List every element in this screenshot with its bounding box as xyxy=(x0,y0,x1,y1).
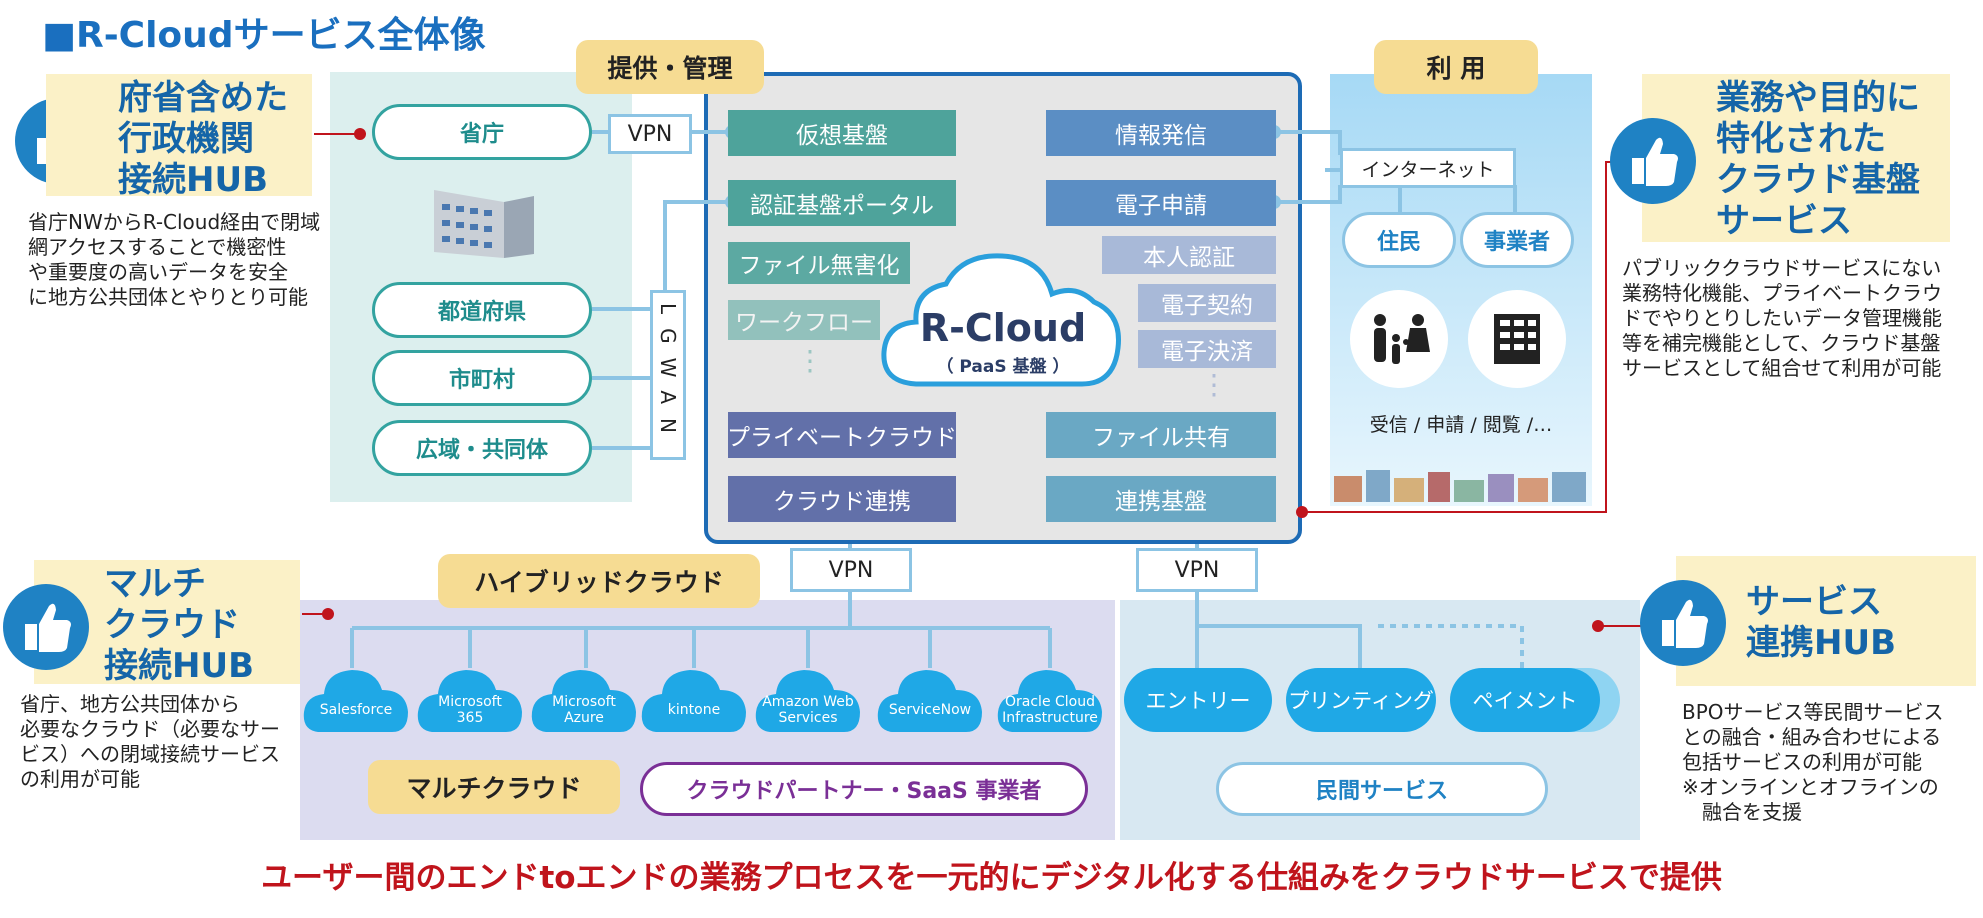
box-e-application: 電子申請 xyxy=(1046,180,1276,226)
cloud-partner-label: クラウドパートナー・SaaS 事業者 xyxy=(640,762,1088,816)
thumbs-up-icon xyxy=(1640,580,1726,666)
cloud-oracle: Oracle Cloud Infrastructure xyxy=(994,660,1106,736)
node-prefecture: 都道府県 xyxy=(372,282,592,338)
service-printing: プリンティング xyxy=(1286,668,1436,732)
box-private-cloud: プライベートクラウド xyxy=(727,412,957,458)
rcloud-title: R-Cloud xyxy=(919,306,1087,350)
service-entry: エントリー xyxy=(1124,668,1272,732)
vpn-ministry: VPN xyxy=(608,114,692,154)
node-business: 事業者 xyxy=(1460,212,1574,268)
box-e-payment: 電子決済 xyxy=(1138,330,1276,368)
private-service-label: 民間サービス xyxy=(1216,762,1548,816)
cloud-servicenow: ServiceNow xyxy=(874,660,986,736)
node-ministry: 省庁 xyxy=(372,104,592,160)
box-auth-portal: 認証基盤ポータル xyxy=(728,180,956,226)
lgwan-label: LGWAN xyxy=(650,290,686,460)
service-hub-title: サービス 連携HUB xyxy=(1746,582,1896,663)
usage-caption: 受信 / 申請 / 閲覧 /… xyxy=(1369,414,1553,436)
cloud-kintone-label: kintone xyxy=(667,702,721,718)
gov-hub-description: 省庁NWからR-Cloud経由で閉域 網アクセスすることで機密性 や重要度の高い… xyxy=(28,210,321,309)
internet-box: インターネット xyxy=(1340,148,1516,188)
service-hub-description: BPOサービス等民間サービス との融合・組み合わせによる 包括サービスの利用が可… xyxy=(1682,700,1944,824)
thumbs-up-icon xyxy=(1610,118,1696,204)
gov-hub-title-box xyxy=(46,74,312,196)
cloud-salesforce-label: Salesforce xyxy=(319,702,393,718)
node-residents: 住民 xyxy=(1342,212,1456,268)
provide-manage-tag: 提供・管理 xyxy=(576,40,764,94)
box-info-publish: 情報発信 xyxy=(1046,110,1276,156)
office-building-icon xyxy=(424,180,544,260)
family-icon xyxy=(1350,290,1448,388)
box-e-contract: 電子契約 xyxy=(1138,284,1276,322)
box-virtual-infra: 仮想基盤 xyxy=(728,110,956,156)
box-workflow: ワークフロー xyxy=(728,300,880,340)
platform-hub-description: パブリッククラウドサービスにない 業務特化機能、プライベートクラウ ドでやりとり… xyxy=(1622,256,1942,380)
building-icon xyxy=(1468,290,1566,388)
multicloud-hub-title: マルチ クラウド 接続HUB xyxy=(104,564,254,686)
service-hub-title-box xyxy=(1676,556,1976,686)
service-payment: ペイメント xyxy=(1450,668,1600,732)
cloud-servicenow-label: ServiceNow xyxy=(888,702,972,718)
usage-panel xyxy=(1330,74,1592,506)
thumbs-up-icon xyxy=(3,584,89,670)
cloud-kintone: kintone xyxy=(638,660,750,736)
cloud-salesforce: Salesforce xyxy=(300,660,412,736)
rcloud-cloud-icon xyxy=(876,244,1130,396)
box-file-share: ファイル共有 xyxy=(1046,412,1276,458)
ellipsis-left: ⋮ xyxy=(796,344,824,377)
lgwan-text: LGWAN xyxy=(656,303,680,447)
box-link-infra: 連携基盤 xyxy=(1046,476,1276,522)
node-regional-union: 広域・共同体 xyxy=(372,420,592,476)
page-title: ■R-Cloudサービス全体像 xyxy=(42,15,486,56)
vpn-private: VPN xyxy=(1136,548,1258,592)
cloud-microsoft-azure: Microsoft Azure xyxy=(528,660,640,736)
town-illustration xyxy=(1332,462,1588,502)
rcloud-subtitle: （ PaaS 基盤 ） xyxy=(936,357,1070,377)
cloud-microsoft-365: Microsoft 365 xyxy=(414,660,526,736)
usage-tag: 利 用 xyxy=(1374,40,1538,94)
footer-tagline: ユーザー間のエンドtoエンドの業務プロセスを一元的にデジタル化する仕組みをクラウ… xyxy=(261,860,1722,896)
gov-hub-title: 府省含めた 行政機関 接続HUB xyxy=(118,78,288,200)
cloud-aws-label: Amazon Web Services xyxy=(762,694,854,726)
multicloud-hub-description: 省庁、地方公共団体から 必要なクラウド（必要なサー ビス）への閉域接続サービス … xyxy=(20,692,280,791)
box-identity-auth: 本人認証 xyxy=(1102,236,1276,274)
hybrid-cloud-tag: ハイブリッドクラウド xyxy=(438,554,760,608)
box-file-sanitize: ファイル無害化 xyxy=(728,242,910,284)
cloud-microsoft-365-label: Microsoft 365 xyxy=(438,694,502,726)
box-cloud-link: クラウド連携 xyxy=(728,476,956,522)
vpn-hybrid: VPN xyxy=(790,548,912,592)
ellipsis-right: ⋮ xyxy=(1200,368,1228,401)
cloud-microsoft-azure-label: Microsoft Azure xyxy=(552,694,616,726)
cloud-oracle-label: Oracle Cloud Infrastructure xyxy=(1002,694,1098,726)
node-municipality: 市町村 xyxy=(372,350,592,406)
multicloud-tag: マルチクラウド xyxy=(368,760,620,814)
platform-hub-title: 業務や目的に 特化された クラウド基盤 サービス xyxy=(1716,78,1920,241)
cloud-aws: Amazon Web Services xyxy=(752,660,864,736)
